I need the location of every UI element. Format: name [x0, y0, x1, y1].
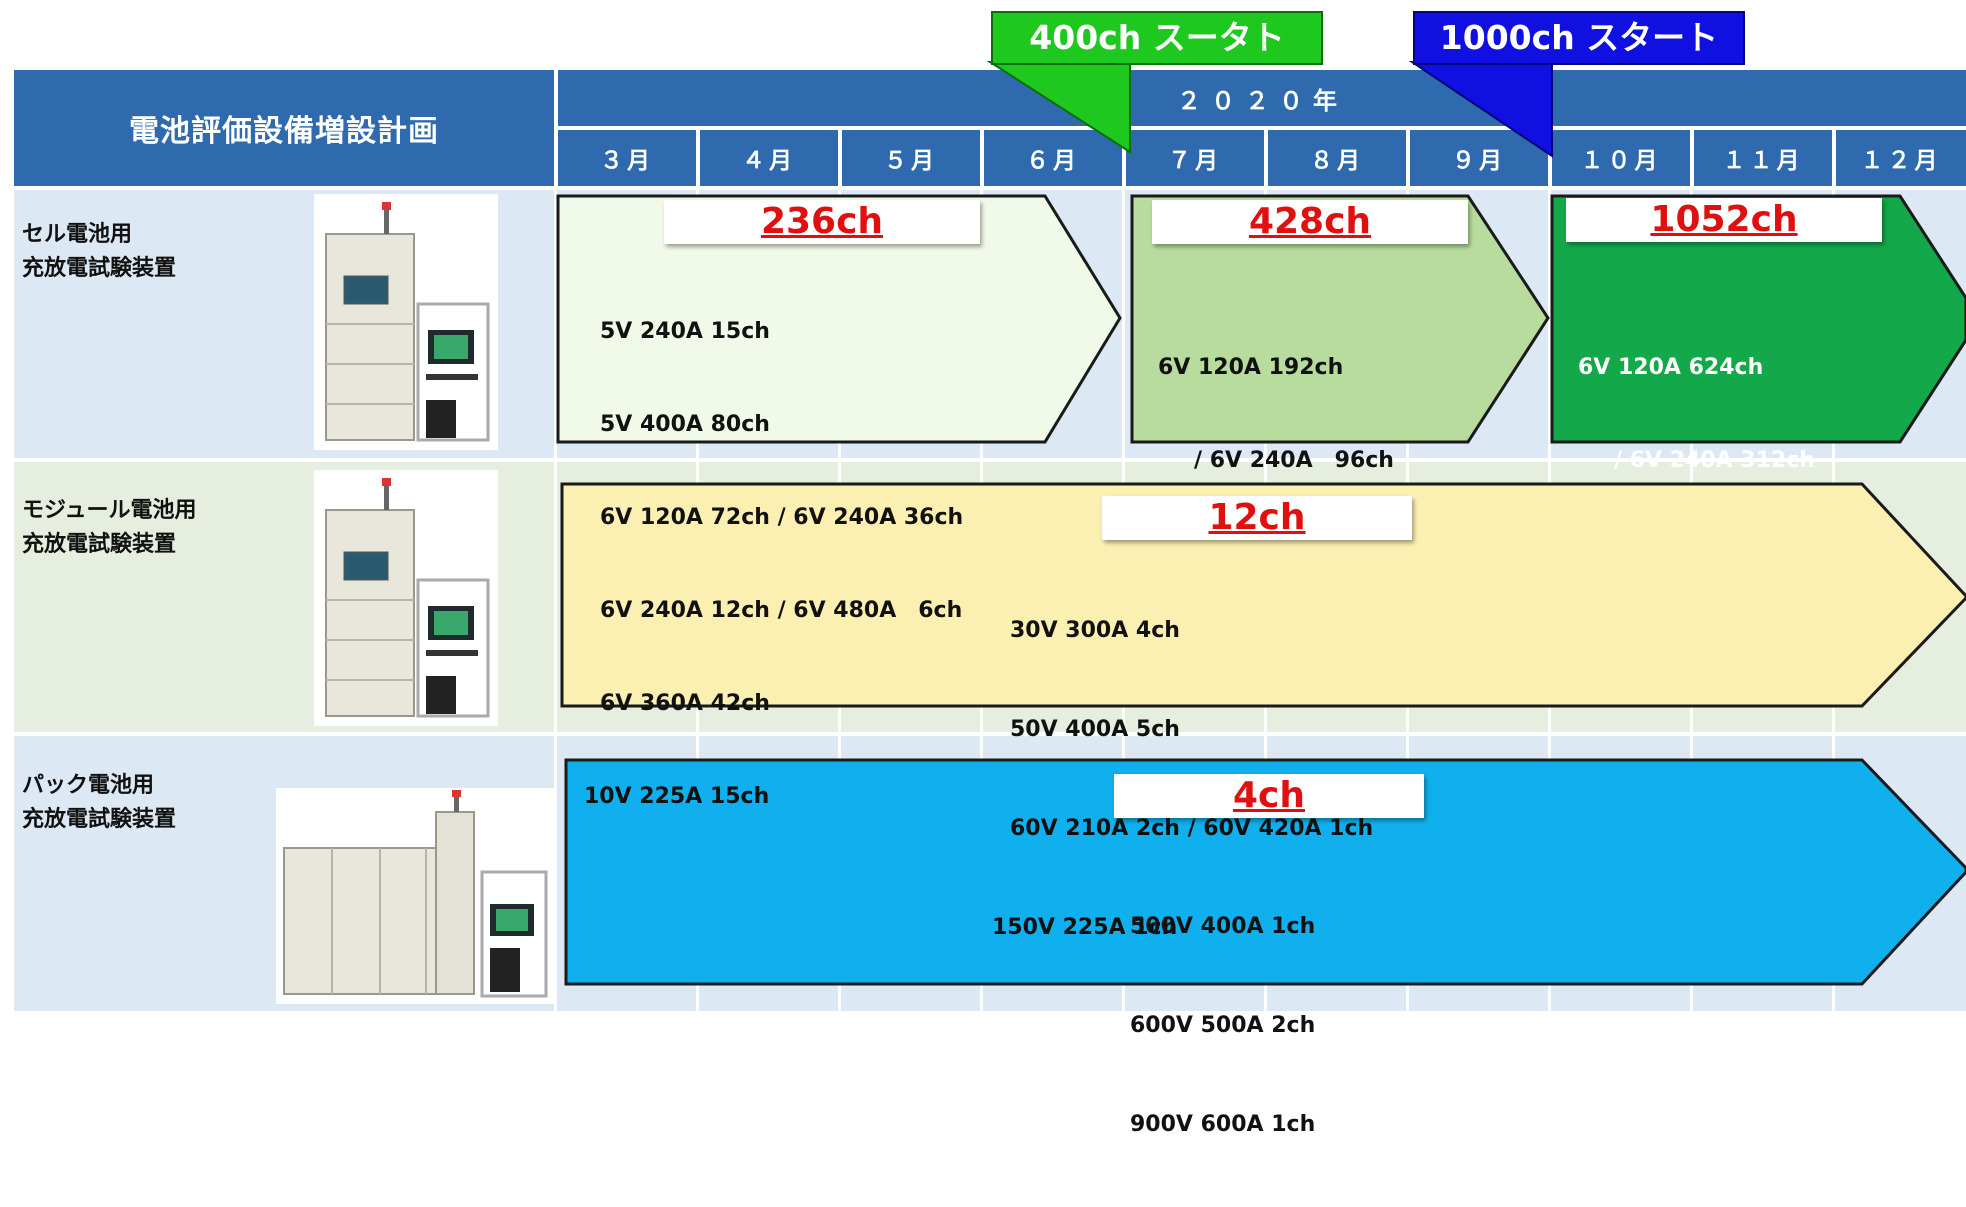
- spec-list-428ch: 6V 120A 192ch / 6V 240A 96ch: [1158, 290, 1394, 538]
- phase-arrow-4ch: [564, 758, 1966, 986]
- cell-tester-image: [314, 194, 498, 450]
- spec-line: 6V 120A 72ch / 6V 240A 36ch: [600, 505, 964, 530]
- spec-line: / 6V 240A 96ch: [1194, 448, 1394, 473]
- capacity-label: 236ch: [664, 200, 980, 244]
- row-label-line: 充放電試験装置: [22, 256, 177, 281]
- month-header: ８月: [1268, 130, 1406, 186]
- spec-line: 5V 240A 15ch: [600, 319, 770, 344]
- cell-battery-label: セル電池用 充放電試験装置: [22, 218, 176, 286]
- capacity-label: 1052ch: [1566, 198, 1882, 242]
- module-tester-image: [314, 470, 498, 726]
- month-header: １１月: [1694, 130, 1832, 186]
- month-header: １２月: [1836, 130, 1966, 186]
- spec-line: 50V 400A 5ch: [1010, 717, 1180, 742]
- callout-400ch-label: 400ch スータト: [1029, 18, 1285, 57]
- spec-list-12ch: 30V 300A 4ch 50V 400A 5ch 60V 210A 2ch /…: [992, 548, 1374, 1010]
- spec-line: 30V 300A 4ch: [1010, 618, 1180, 643]
- equipment-plan-diagram: 電池評価設備増設計画 ２０２０年 ３月 ４月 ５月 ６月 ７月 ８月 ９月 １０…: [14, 11, 1966, 1137]
- callout-1000ch-box: [1413, 11, 1745, 65]
- spec-line: / 6V 240A 312ch: [1614, 448, 1815, 473]
- row-label-line: モジュール電池用: [22, 498, 197, 523]
- callout-400ch-pointer: [986, 61, 1131, 154]
- row-label-line: パック電池用: [22, 773, 155, 798]
- pack-tester-image: [276, 788, 554, 1004]
- spec-line: 6V 120A 192ch: [1158, 355, 1344, 380]
- module-battery-label: モジュール電池用 充放電試験装置: [22, 494, 196, 562]
- month-header: ９月: [1410, 130, 1548, 186]
- spec-line: 500V 400A 1ch: [1130, 914, 1316, 939]
- arrow-layer: [556, 11, 1966, 986]
- phase-arrow-236ch: [556, 194, 1122, 444]
- month-header: ６月: [984, 130, 1122, 186]
- month-header: ７月: [1126, 130, 1264, 186]
- spec-list-236ch: 5V 240A 15ch 5V 400A 80ch 6V 120A 72ch /…: [584, 254, 964, 874]
- spec-line: 6V 240A 12ch / 6V 480A 6ch: [600, 598, 963, 623]
- spec-line: 60V 210A 2ch / 60V 420A 1ch: [1010, 816, 1374, 841]
- spec-line: 6V 360A 42ch: [600, 691, 770, 716]
- pack-battery-label: パック電池用 充放電試験装置: [22, 769, 176, 837]
- capacity-label: 4ch: [1114, 774, 1424, 818]
- callout-400ch-box: [991, 11, 1323, 65]
- year-header: ２０２０年: [558, 70, 1966, 126]
- row-label-line: 充放電試験装置: [22, 532, 177, 557]
- callout-1000ch-label: 1000ch スタート: [1439, 18, 1719, 57]
- capacity-label: 428ch: [1152, 200, 1468, 244]
- spec-line: 150V 225A 1ch: [992, 915, 1178, 940]
- row-label-line: 充放電試験装置: [22, 807, 177, 832]
- phase-arrow-1052ch: [1550, 194, 1966, 444]
- capacity-label: 12ch: [1102, 496, 1412, 540]
- callout-1000ch-pointer: [1408, 61, 1553, 158]
- month-header: ５月: [842, 130, 980, 186]
- column-divider: [554, 190, 557, 1011]
- month-header: ３月: [558, 130, 696, 186]
- spec-line: 5V 400A 80ch: [600, 412, 770, 437]
- phase-arrow-428ch: [1130, 194, 1550, 444]
- phase-arrow-12ch: [560, 482, 1966, 708]
- spec-line: 6V 120A 624ch: [1578, 355, 1764, 380]
- spec-line: 600V 500A 2ch: [1130, 1013, 1316, 1038]
- spec-line: 10V 225A 15ch: [584, 784, 770, 809]
- spec-line: 900V 600A 1ch: [1130, 1112, 1316, 1137]
- plan-title: 電池評価設備増設計画: [14, 70, 554, 186]
- spec-list-1052ch: 6V 120A 624ch / 6V 240A 312ch: [1578, 290, 1815, 538]
- spec-list-4ch: 500V 400A 1ch 600V 500A 2ch 900V 600A 1c…: [1130, 844, 1315, 1207]
- month-header: ４月: [700, 130, 838, 186]
- row-label-line: セル電池用: [22, 222, 133, 247]
- month-header: １０月: [1552, 130, 1690, 186]
